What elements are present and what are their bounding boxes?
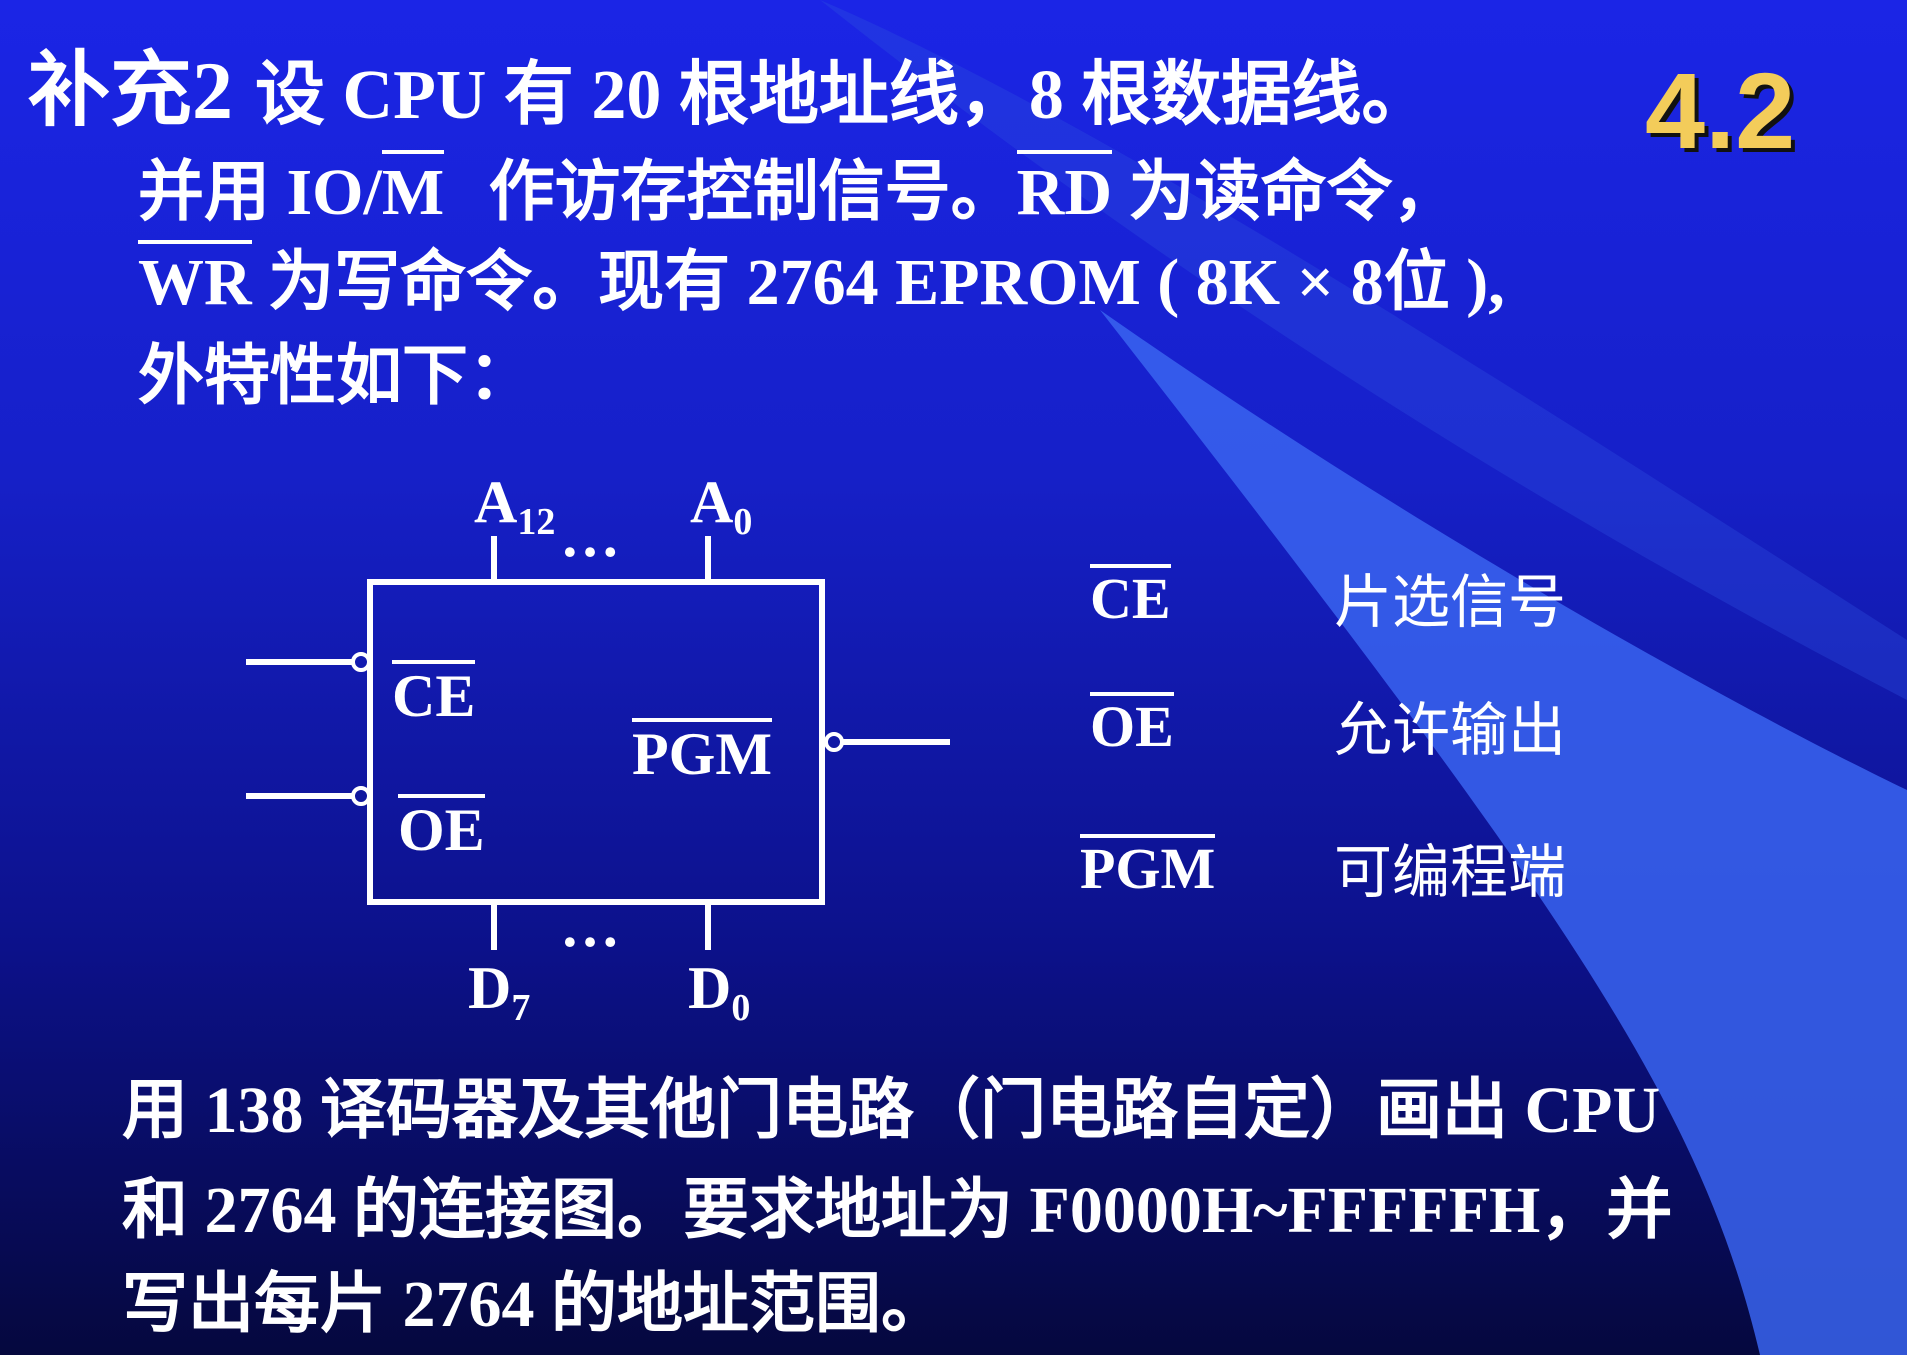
statement-line-3: WR 为写命令。现有 2764 EPROM ( 8K × 8位 ), (138, 240, 1505, 319)
pin-d0-label: D0 (688, 955, 751, 1029)
pin-pgm-bubble (824, 732, 844, 752)
chip-body (367, 579, 825, 905)
pin-ce-bubble (351, 652, 371, 672)
task-line-2: 和 2764 的连接图。要求地址为 F0000H~FFFFFH，并 (122, 1174, 1673, 1247)
legend-ce-desc: 片选信号 (1334, 570, 1567, 635)
title-line: 补充2 设 CPU 有 20 根地址线，8 根数据线。 (28, 50, 1431, 132)
line3-text: 为写命令。现有 2764 EPROM ( 8K × 8位 ), (268, 246, 1505, 319)
statement-line-4: 外特性如下： (138, 340, 534, 413)
io-label: 并用 IO/ (138, 156, 382, 229)
statement-line-2: 并用 IO/M 作访存控制信号。RD 为读命令， (138, 150, 1458, 229)
line2-text-end: 为读命令， (1128, 156, 1459, 229)
data-dots: … (560, 893, 620, 959)
chip-ce-label: CE (392, 660, 476, 726)
address-dots: … (560, 503, 620, 569)
pin-d7-label: D7 (468, 955, 531, 1029)
task-line-3: 写出每片 2764 的地址范围。 (122, 1268, 947, 1341)
task-line-1: 用 138 译码器及其他门电路（门电路自定）画出 CPU (122, 1074, 1661, 1147)
pin-oe-bubble (351, 786, 371, 806)
rd-overbar-label: RD (1016, 150, 1112, 229)
title-lead: 补充2 (28, 45, 234, 136)
slide-number-badge: 4.2 (1645, 50, 1796, 171)
pin-a0-label: A0 (690, 469, 753, 543)
legend-ce-term: CE (1090, 564, 1171, 631)
pin-a12-label: A12 (474, 469, 556, 543)
chip-oe-label: OE (398, 794, 485, 860)
line2-text: 作访存控制信号。 (488, 156, 1017, 229)
legend-pgm-desc: 可编程端 (1334, 840, 1567, 905)
chip-pgm-label: PGM (632, 718, 772, 784)
title-rest: 设 CPU 有 20 根地址线，8 根数据线。 (255, 57, 1432, 134)
legend-oe-desc: 允许输出 (1334, 698, 1567, 763)
legend-pgm-term: PGM (1080, 834, 1216, 901)
wr-overbar-label: WR (138, 240, 252, 319)
m-overbar-label: M (381, 150, 445, 229)
legend-oe-term: OE (1090, 692, 1174, 759)
